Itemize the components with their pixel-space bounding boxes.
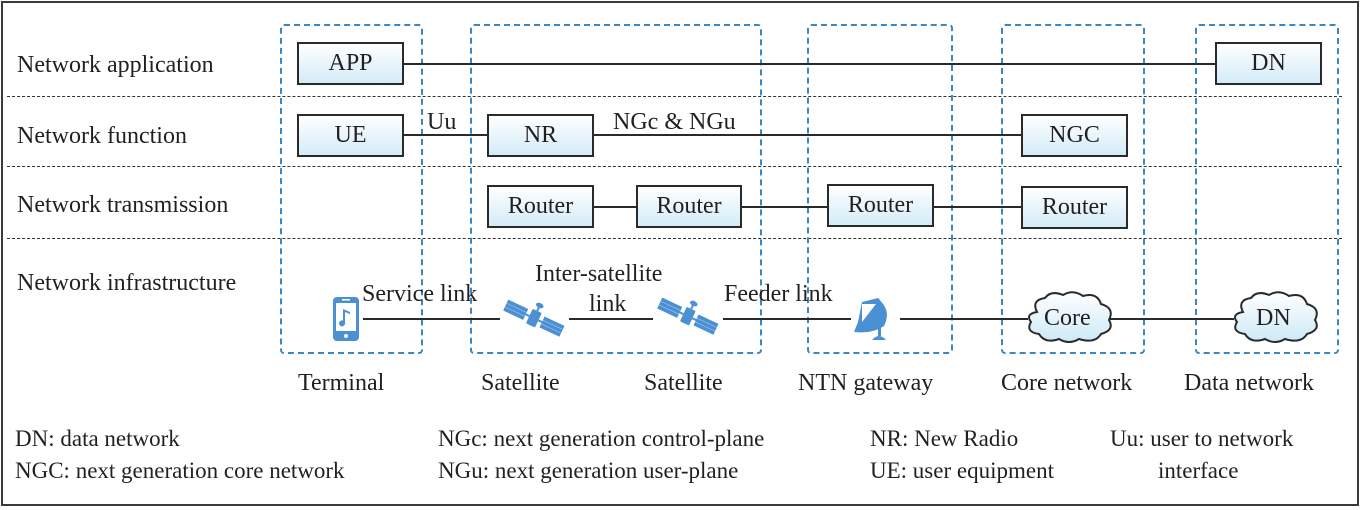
column-label-core-network: Core network (1001, 370, 1133, 396)
layer-separator (7, 96, 1342, 97)
layer-separator (7, 238, 1342, 239)
ue-node: UE (297, 114, 404, 157)
satellite-icon (503, 299, 565, 337)
ngc-ngu-label: NGc & NGu (613, 109, 736, 135)
column-core-network (1001, 24, 1145, 354)
cloud-icon (1234, 291, 1318, 343)
layer-separator (7, 166, 1342, 167)
uu-link (403, 134, 488, 136)
inter-satellite-label-2: link (589, 291, 627, 317)
service-link-label: Service link (362, 281, 478, 307)
column-ntn-gateway (807, 24, 953, 354)
layer-label-infrastructure: Network infrastructure (17, 270, 237, 296)
router-node: Router (827, 184, 934, 227)
feeder-link-label: Feeder link (724, 281, 833, 307)
inter-satellite-label: Inter-satellite (535, 261, 663, 287)
router-link (593, 206, 636, 208)
legend-item: DN: data network (15, 426, 180, 451)
legend-item: interface (1158, 458, 1239, 483)
router-link (933, 206, 1021, 208)
app-node: APP (297, 42, 404, 85)
satellite-icon (657, 297, 719, 335)
ngc-node: NGC (1021, 114, 1128, 157)
core-cloud-label: Core (1044, 305, 1091, 331)
core-to-dn-line (1104, 318, 1234, 320)
router-node: Router (1021, 186, 1128, 229)
column-label-data-network: Data network (1184, 370, 1314, 396)
legend-item: UE: user equipment (870, 458, 1054, 483)
column-label-ntn-gateway: NTN gateway (798, 370, 934, 396)
legend-item: Uu: user to network (1110, 426, 1294, 451)
ngc-ngu-link (593, 134, 1022, 136)
column-satellites (470, 24, 762, 354)
legend-item: NGc: next generation control-plane (438, 426, 765, 451)
legend-item: NR: New Radio (870, 426, 1019, 451)
layer-label-transmission: Network transmission (17, 192, 229, 218)
column-label-terminal: Terminal (298, 370, 385, 396)
column-label-satellite: Satellite (644, 370, 723, 396)
smartphone-icon (333, 297, 359, 341)
router-link (741, 206, 828, 208)
dn-cloud-label: DN (1256, 305, 1291, 331)
column-data-network (1195, 24, 1339, 354)
layer-label-function: Network function (17, 123, 187, 149)
cloud-icon (1028, 291, 1112, 343)
nr-node: NR (487, 114, 594, 157)
column-label-satellite: Satellite (481, 370, 560, 396)
feeder-link-line (723, 318, 851, 320)
layer-label-application: Network application (17, 52, 214, 78)
inter-satellite-link-line (569, 318, 653, 320)
legend-item: NGC: next generation core network (15, 458, 345, 483)
dn-node: DN (1215, 42, 1322, 85)
legend-item: NGu: next generation user-plane (438, 458, 739, 483)
service-link-line (363, 318, 500, 320)
column-terminal (280, 24, 423, 354)
app-to-dn-link (403, 63, 1216, 65)
satellite-dish-icon (854, 298, 889, 340)
uu-label: Uu (427, 109, 457, 135)
gateway-to-core-line (900, 318, 1028, 320)
router-node: Router (636, 185, 742, 228)
router-node: Router (487, 185, 594, 228)
